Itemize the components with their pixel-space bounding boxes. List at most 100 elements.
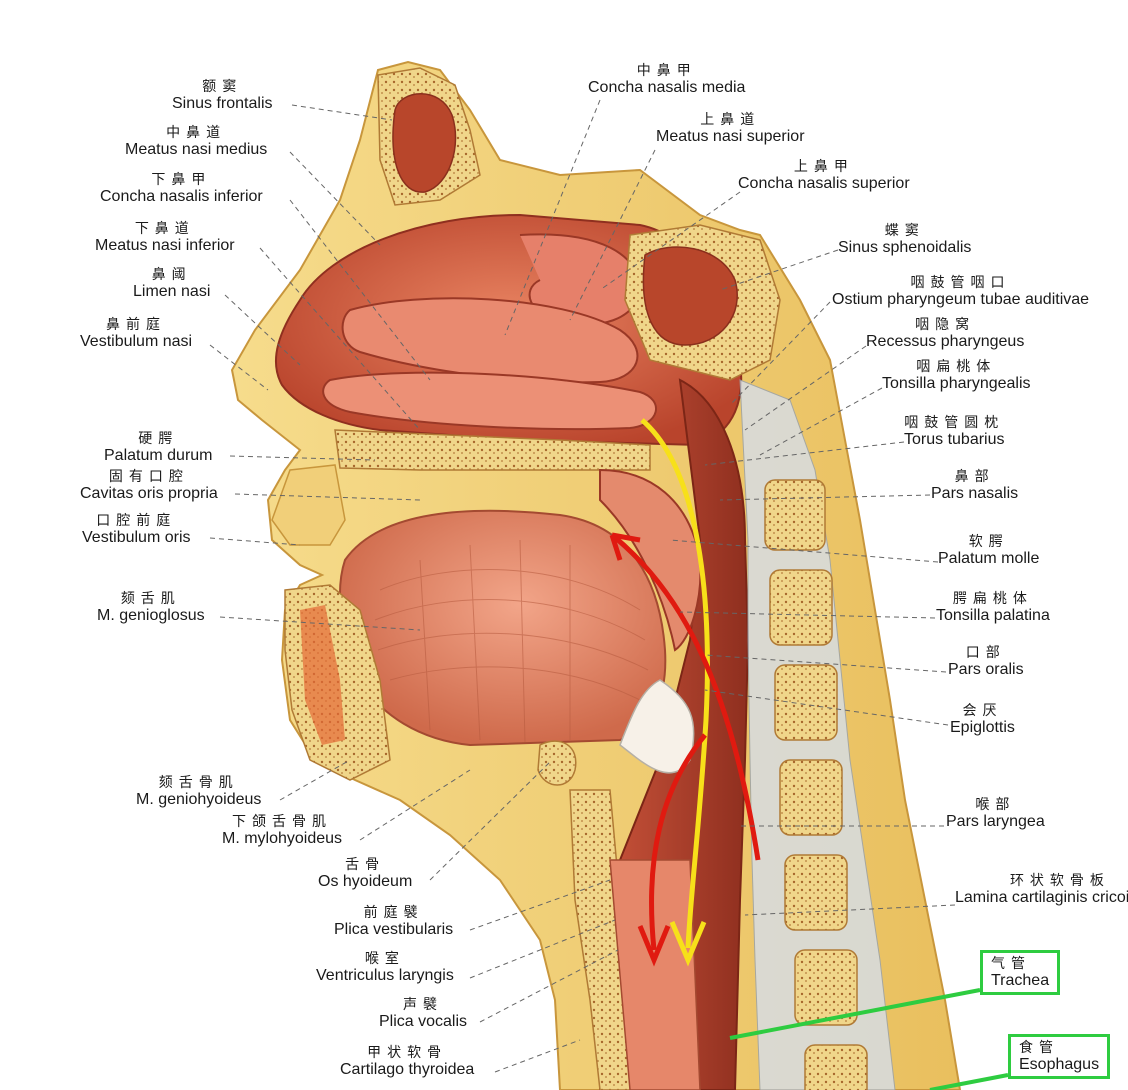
label-palatum-durum: 硬腭 Palatum durum (104, 432, 213, 464)
label-zh: 舌骨 (345, 857, 386, 873)
label-meatus-nasi-superior: 上鼻道 Meatus nasi superior (656, 113, 805, 145)
label-pars-nasalis: 鼻部 Pars nasalis (931, 470, 1018, 502)
label-latin: Meatus nasi superior (656, 128, 805, 145)
label-latin: Trachea (991, 972, 1050, 989)
label-zh: 颏舌骨肌 (158, 775, 239, 791)
label-palatum-molle: 软腭 Palatum molle (938, 535, 1039, 567)
sphenoid-sinus (642, 246, 738, 346)
label-recessus-pharyngeus: 咽隐窝 Recessus pharyngeus (866, 318, 1024, 350)
label-latin: Epiglottis (950, 719, 1015, 736)
airflow-arrowhead (669, 921, 707, 967)
label-zh: 中鼻道 (166, 125, 227, 141)
label-plica-vocalis: 声襞 Plica vocalis (379, 998, 467, 1030)
label-m-geniohyoideus: 颏舌骨肌 M. geniohyoideus (136, 776, 261, 808)
label-zh: 喉室 (364, 951, 405, 967)
thyroid-cartilage (569, 789, 641, 1090)
label-zh: 口腔前庭 (96, 513, 177, 529)
label-latin: Pars nasalis (931, 485, 1019, 502)
hyoid (537, 740, 577, 786)
label-zh: 软腭 (968, 534, 1009, 550)
label-zh: 硬腭 (138, 431, 179, 447)
label-zh: 额窦 (202, 79, 243, 95)
label-zh: 前庭襞 (363, 905, 424, 921)
label-zh: 喉部 (975, 797, 1016, 813)
label-zh: 蝶窦 (884, 223, 925, 239)
esophagus-pointer (929, 1073, 1009, 1090)
label-os-hyoideum: 舌骨 Os hyoideum (318, 858, 412, 890)
label-zh: 咽鼓管咽口 (910, 275, 1011, 291)
label-ostium-pharyngeum: 咽鼓管咽口 Ostium pharyngeum tubae auditivae (832, 276, 1089, 308)
airflow-arrow (640, 418, 710, 949)
label-zh: 食管 (1019, 1040, 1059, 1056)
concha-inferior (322, 371, 657, 431)
label-zh: 鼻前庭 (106, 317, 167, 333)
label-concha-nasalis-media: 中鼻甲 Concha nasalis media (588, 64, 745, 96)
food-arrow-down (649, 733, 707, 951)
label-zh: 咽鼓管圆枕 (904, 415, 1005, 431)
label-cartilago-thyroidea: 甲状软骨 Cartilago thyroidea (340, 1046, 474, 1078)
label-zh: 鼻阈 (151, 267, 192, 283)
label-plica-vestibularis: 前庭襞 Plica vestibularis (334, 906, 453, 938)
label-latin: Plica vestibularis (334, 921, 454, 938)
label-esophagus: 食管 Esophagus (1008, 1034, 1111, 1079)
label-zh: 中鼻甲 (636, 63, 697, 79)
label-latin: Ostium pharyngeum tubae auditivae (832, 291, 1090, 308)
label-zh: 气管 (991, 956, 1031, 972)
label-latin: Meatus nasi medius (125, 141, 268, 158)
label-latin: Vestibulum nasi (80, 333, 193, 350)
label-latin: Recessus pharyngeus (866, 333, 1025, 350)
label-latin: Vestibulum oris (82, 529, 191, 546)
label-lamina-cartilaginis: 环状软骨板 Lamina cartilaginis cricoideae (955, 874, 1128, 906)
label-latin: Cartilago thyroidea (340, 1061, 475, 1078)
label-latin: Ventriculus laryngis (316, 967, 454, 984)
label-latin: Cavitas oris propria (80, 485, 218, 502)
epiglottis-shape (619, 679, 695, 774)
label-zh: 甲状软骨 (367, 1045, 448, 1061)
label-pars-oralis: 口部 Pars oralis (948, 646, 1024, 678)
label-latin: Meatus nasi inferior (95, 237, 235, 254)
label-zh: 上鼻甲 (793, 159, 854, 175)
label-latin: Os hyoideum (318, 873, 413, 890)
label-zh: 腭扁桃体 (952, 591, 1033, 607)
label-latin: Palatum molle (938, 550, 1040, 567)
label-zh: 口部 (965, 645, 1006, 661)
mandible-inner (300, 605, 345, 745)
label-vestibulum-oris: 口腔前庭 Vestibulum oris (82, 514, 191, 546)
label-torus-tubarius: 咽鼓管圆枕 Torus tubarius (904, 416, 1005, 448)
label-zh: 下鼻道 (134, 221, 195, 237)
label-pars-laryngea: 喉部 Pars laryngea (946, 798, 1045, 830)
label-latin: Pars oralis (948, 661, 1024, 678)
tongue-fibers (374, 539, 649, 743)
label-concha-nasalis-inferior: 下鼻甲 Concha nasalis inferior (100, 173, 263, 205)
label-sinus-sphenoidalis: 蝶窦 Sinus sphenoidalis (838, 224, 971, 256)
label-zh: 固有口腔 (108, 469, 189, 485)
label-zh: 颏舌肌 (120, 591, 181, 607)
label-zh: 咽隐窝 (915, 317, 976, 333)
label-tonsilla-pharyngealis: 咽扁桃体 Tonsilla pharyngealis (882, 360, 1031, 392)
label-zh: 鼻部 (954, 469, 995, 485)
label-tonsilla-palatina: 腭扁桃体 Tonsilla palatina (936, 592, 1050, 624)
label-epiglottis: 会厌 Epiglottis (950, 704, 1015, 736)
trachea-tube (609, 859, 701, 1090)
label-latin: Sinus sphenoidalis (838, 239, 972, 256)
label-vestibulum-nasi: 鼻前庭 Vestibulum nasi (80, 318, 192, 350)
label-latin: M. mylohyoideus (222, 830, 343, 847)
label-limen-nasi: 鼻阈 Limen nasi (133, 268, 210, 300)
label-latin: Limen nasi (133, 283, 211, 300)
label-latin: Sinus frontalis (172, 95, 273, 112)
label-latin: Palatum durum (104, 447, 213, 464)
trachea-pointer (729, 988, 981, 1040)
food-arrow (610, 533, 761, 861)
label-latin: Torus tubarius (904, 431, 1005, 448)
label-latin: Concha nasalis superior (738, 175, 910, 192)
label-latin: Pars laryngea (946, 813, 1045, 830)
label-zh: 环状软骨板 (1009, 873, 1110, 889)
label-meatus-nasi-medius: 中鼻道 Meatus nasi medius (125, 126, 267, 158)
food-arrowhead-down (637, 925, 671, 967)
label-trachea: 气管 Trachea (980, 950, 1061, 995)
label-concha-nasalis-superior: 上鼻甲 Concha nasalis superior (738, 160, 910, 192)
label-latin: Concha nasalis media (588, 79, 746, 96)
label-latin: M. geniohyoideus (136, 791, 262, 808)
leader-lines (209, 99, 956, 1073)
